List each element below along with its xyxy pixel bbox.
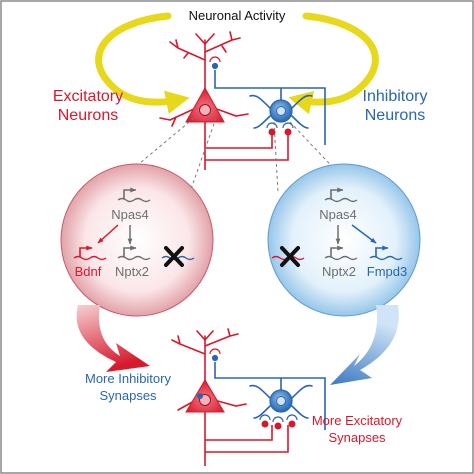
more-excitatory-label-line2: Synapses: [328, 430, 386, 445]
nptx2-promoter-left: [123, 245, 137, 257]
excitatory-dendrites-top: [159, 31, 249, 127]
excitatory-synapse-top-a: [268, 128, 276, 136]
excitatory-synapse-bottom-c: [288, 420, 296, 428]
npas4-gene-left: [117, 197, 151, 203]
inhibitory-label-line1: Inhibitory: [363, 88, 428, 105]
excitatory-label-line1: Excitatory: [53, 88, 123, 105]
nptx2-label-left: Nptx2: [115, 264, 149, 279]
more-inhibitory-label-line2: Synapses: [99, 388, 157, 403]
npas4-label-right: Npas4: [319, 207, 357, 222]
inhibitory-synapse-bottom-b: [197, 393, 203, 399]
excitatory-nucleus-zoom: [60, 163, 214, 317]
inhibitory-nucleus-bottom: [276, 396, 286, 406]
inhibitory-dendrites-top: [249, 94, 313, 129]
top-neuron-circuit: [159, 31, 326, 170]
nptx2-label-right: Nptx2: [322, 264, 356, 279]
excitatory-synapse-top-post: [266, 122, 294, 129]
inhibitory-synapse-top: [211, 62, 219, 70]
npas4-gene-right: [324, 197, 358, 203]
fmpd3-label: Fmpd3: [367, 264, 407, 279]
excitatory-synapse-bottom-b: [274, 422, 282, 430]
inhibitory-synapse-bottom-post: [209, 348, 221, 355]
fmpd3-promoter: [375, 245, 389, 257]
fmpd3-gene: [369, 255, 403, 261]
npas4-to-fmpd3-arrow: [351, 224, 377, 244]
excitatory-synapse-top-b: [284, 128, 292, 136]
inhibitory-gene-circle: Npas4 Nptx2 Fmpd3: [267, 163, 421, 317]
title-text: Neuronal Activity: [189, 8, 286, 23]
activity-arrow-right: [288, 12, 379, 115]
excitatory-axon-top: [204, 122, 289, 170]
excitatory-outcome-arrow: [76, 305, 150, 372]
inhibitory-nucleus-zoom: [267, 163, 421, 317]
nptx2-gene-left: [117, 255, 151, 261]
inhibitory-label-line2: Neurons: [365, 107, 425, 124]
excitatory-gene-circle: Npas4 Bdnf Nptx2: [60, 163, 214, 317]
bdnf-promoter: [79, 245, 93, 257]
bdnf-gene: [73, 255, 107, 261]
inhibitory-nucleus-top: [276, 106, 286, 116]
excitatory-synapse-bottom-post: [259, 414, 298, 423]
npas4-to-bdnf-arrow: [97, 224, 119, 244]
inhibitory-synapse-top-post: [209, 56, 221, 63]
inhibitory-axon-bottom: [214, 362, 326, 430]
block-x-right: [280, 246, 300, 267]
inhibitory-dendrites-bottom: [249, 384, 313, 419]
excitatory-nucleus-top: [199, 104, 211, 116]
npas4-promoter-right: [330, 187, 344, 199]
nptx2-promoter-right: [330, 245, 344, 257]
npas4-promoter-left: [123, 187, 137, 199]
npas4-label-left: Npas4: [111, 207, 149, 222]
bdnf-label: Bdnf: [75, 264, 102, 279]
excitatory-axon-bottom: [204, 412, 289, 466]
block-x-left: [164, 246, 184, 267]
excitatory-synapse-bottom-a: [261, 420, 269, 428]
inhibitory-outcome-arrow: [330, 305, 399, 385]
bottom-neuron-circuit: [171, 328, 326, 466]
more-excitatory-label-line1: More Excitatory: [312, 413, 403, 428]
inhibitory-axon-top: [214, 70, 326, 145]
activity-arrow-left: [95, 12, 190, 115]
excitatory-label-line2: Neurons: [58, 107, 118, 124]
more-inhibitory-label-line1: More Inhibitory: [85, 371, 171, 386]
nptx2-gene-right: [324, 255, 358, 261]
inhibitory-synapse-bottom-a: [211, 354, 219, 362]
